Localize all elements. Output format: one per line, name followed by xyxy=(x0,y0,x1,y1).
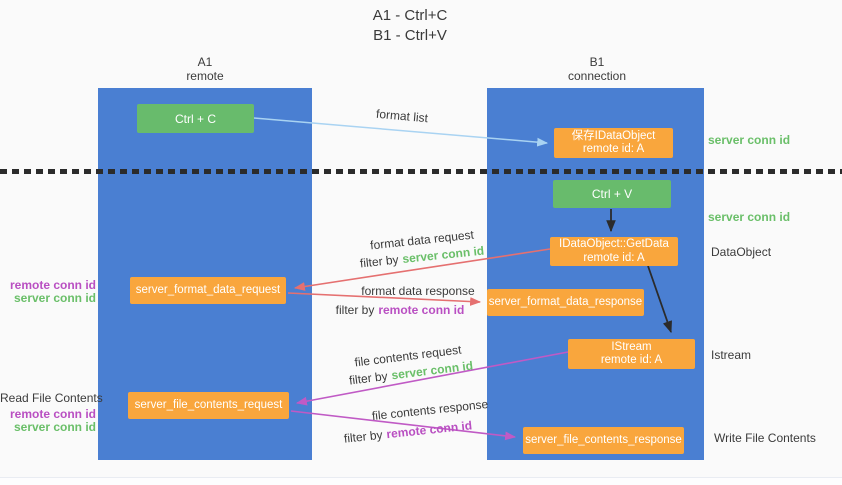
server-file-contents-request-label: server_file_contents_request xyxy=(134,398,283,411)
idataobject-getdata-line1: IDataObject::GetData xyxy=(559,238,669,250)
istream-line2: remote id: A xyxy=(600,354,663,366)
lane-b1-role: connection xyxy=(567,69,627,83)
save-idataobject-line1: 保存IDataObject xyxy=(571,129,656,142)
ctrl-c-label: Ctrl + C xyxy=(174,111,216,126)
server-conn-id-format-label: server conn id xyxy=(13,291,96,305)
write-file-contents-label: Write File Contents xyxy=(714,431,816,445)
server-conn-id-top-label: server conn id xyxy=(708,133,791,147)
filter-prefix: filter by xyxy=(348,368,389,388)
server-file-contents-request-box: server_file_contents_request xyxy=(128,392,289,419)
server-format-data-request-label: server_format_data_request xyxy=(135,283,281,296)
ctrl-c-box: Ctrl + C xyxy=(137,104,254,133)
remote-conn-id-file-label: remote conn id xyxy=(9,407,96,421)
ctrl-v-box: Ctrl + V xyxy=(553,180,671,208)
filter-prefix: filter by xyxy=(343,427,384,446)
save-idataobject-box: 保存IDataObject remote id: A xyxy=(554,128,673,158)
filter-prefix: filter by xyxy=(335,303,375,317)
diagram-title: A1 - Ctrl+C B1 - Ctrl+V xyxy=(320,6,500,46)
dataobject-label: DataObject xyxy=(711,245,772,259)
format-data-response-label: format data response xyxy=(361,284,475,298)
lane-header-b1: B1 connection xyxy=(537,55,657,83)
save-idataobject-line2: remote id: A xyxy=(582,143,645,155)
server-file-contents-response-label: server_file_contents_response xyxy=(525,433,682,446)
server-format-data-response-box: server_format_data_response xyxy=(487,289,644,316)
filter-key-remote-conn-id: remote conn id xyxy=(378,303,465,317)
server-conn-id-mid-label: server conn id xyxy=(708,210,791,224)
ctrl-v-label: Ctrl + V xyxy=(591,187,633,201)
format-list-label: format list xyxy=(375,106,429,126)
filter-prefix: filter by xyxy=(359,252,400,271)
lane-a1-name: A1 xyxy=(197,55,213,69)
remote-conn-id-format-label: remote conn id xyxy=(9,278,96,292)
lane-b1-name: B1 xyxy=(589,55,605,69)
bottom-edge-divider xyxy=(0,477,842,485)
istream-box: IStream remote id: A xyxy=(568,339,695,369)
server-format-data-request-box: server_format_data_request xyxy=(130,277,286,304)
idataobject-getdata-box: IDataObject::GetData remote id: A xyxy=(550,237,678,266)
title-line-1: A1 - Ctrl+C xyxy=(372,7,448,24)
server-file-contents-response-box: server_file_contents_response xyxy=(523,427,684,454)
filter-key-remote-conn-id: remote conn id xyxy=(385,418,473,442)
title-line-2: B1 - Ctrl+V xyxy=(373,27,447,44)
server-conn-id-file-label: server conn id xyxy=(13,420,96,434)
istream-line1: IStream xyxy=(611,340,652,353)
lane-a1-role: remote xyxy=(186,69,224,83)
istream-side-label: Istream xyxy=(711,348,752,362)
dotted-separator-line xyxy=(0,169,842,174)
lane-header-a1: A1 remote xyxy=(145,55,265,83)
read-file-contents-label: Read File Contents xyxy=(0,391,103,405)
idataobject-getdata-line2: remote id: A xyxy=(583,251,645,264)
server-format-data-response-label: server_format_data_response xyxy=(488,295,643,308)
